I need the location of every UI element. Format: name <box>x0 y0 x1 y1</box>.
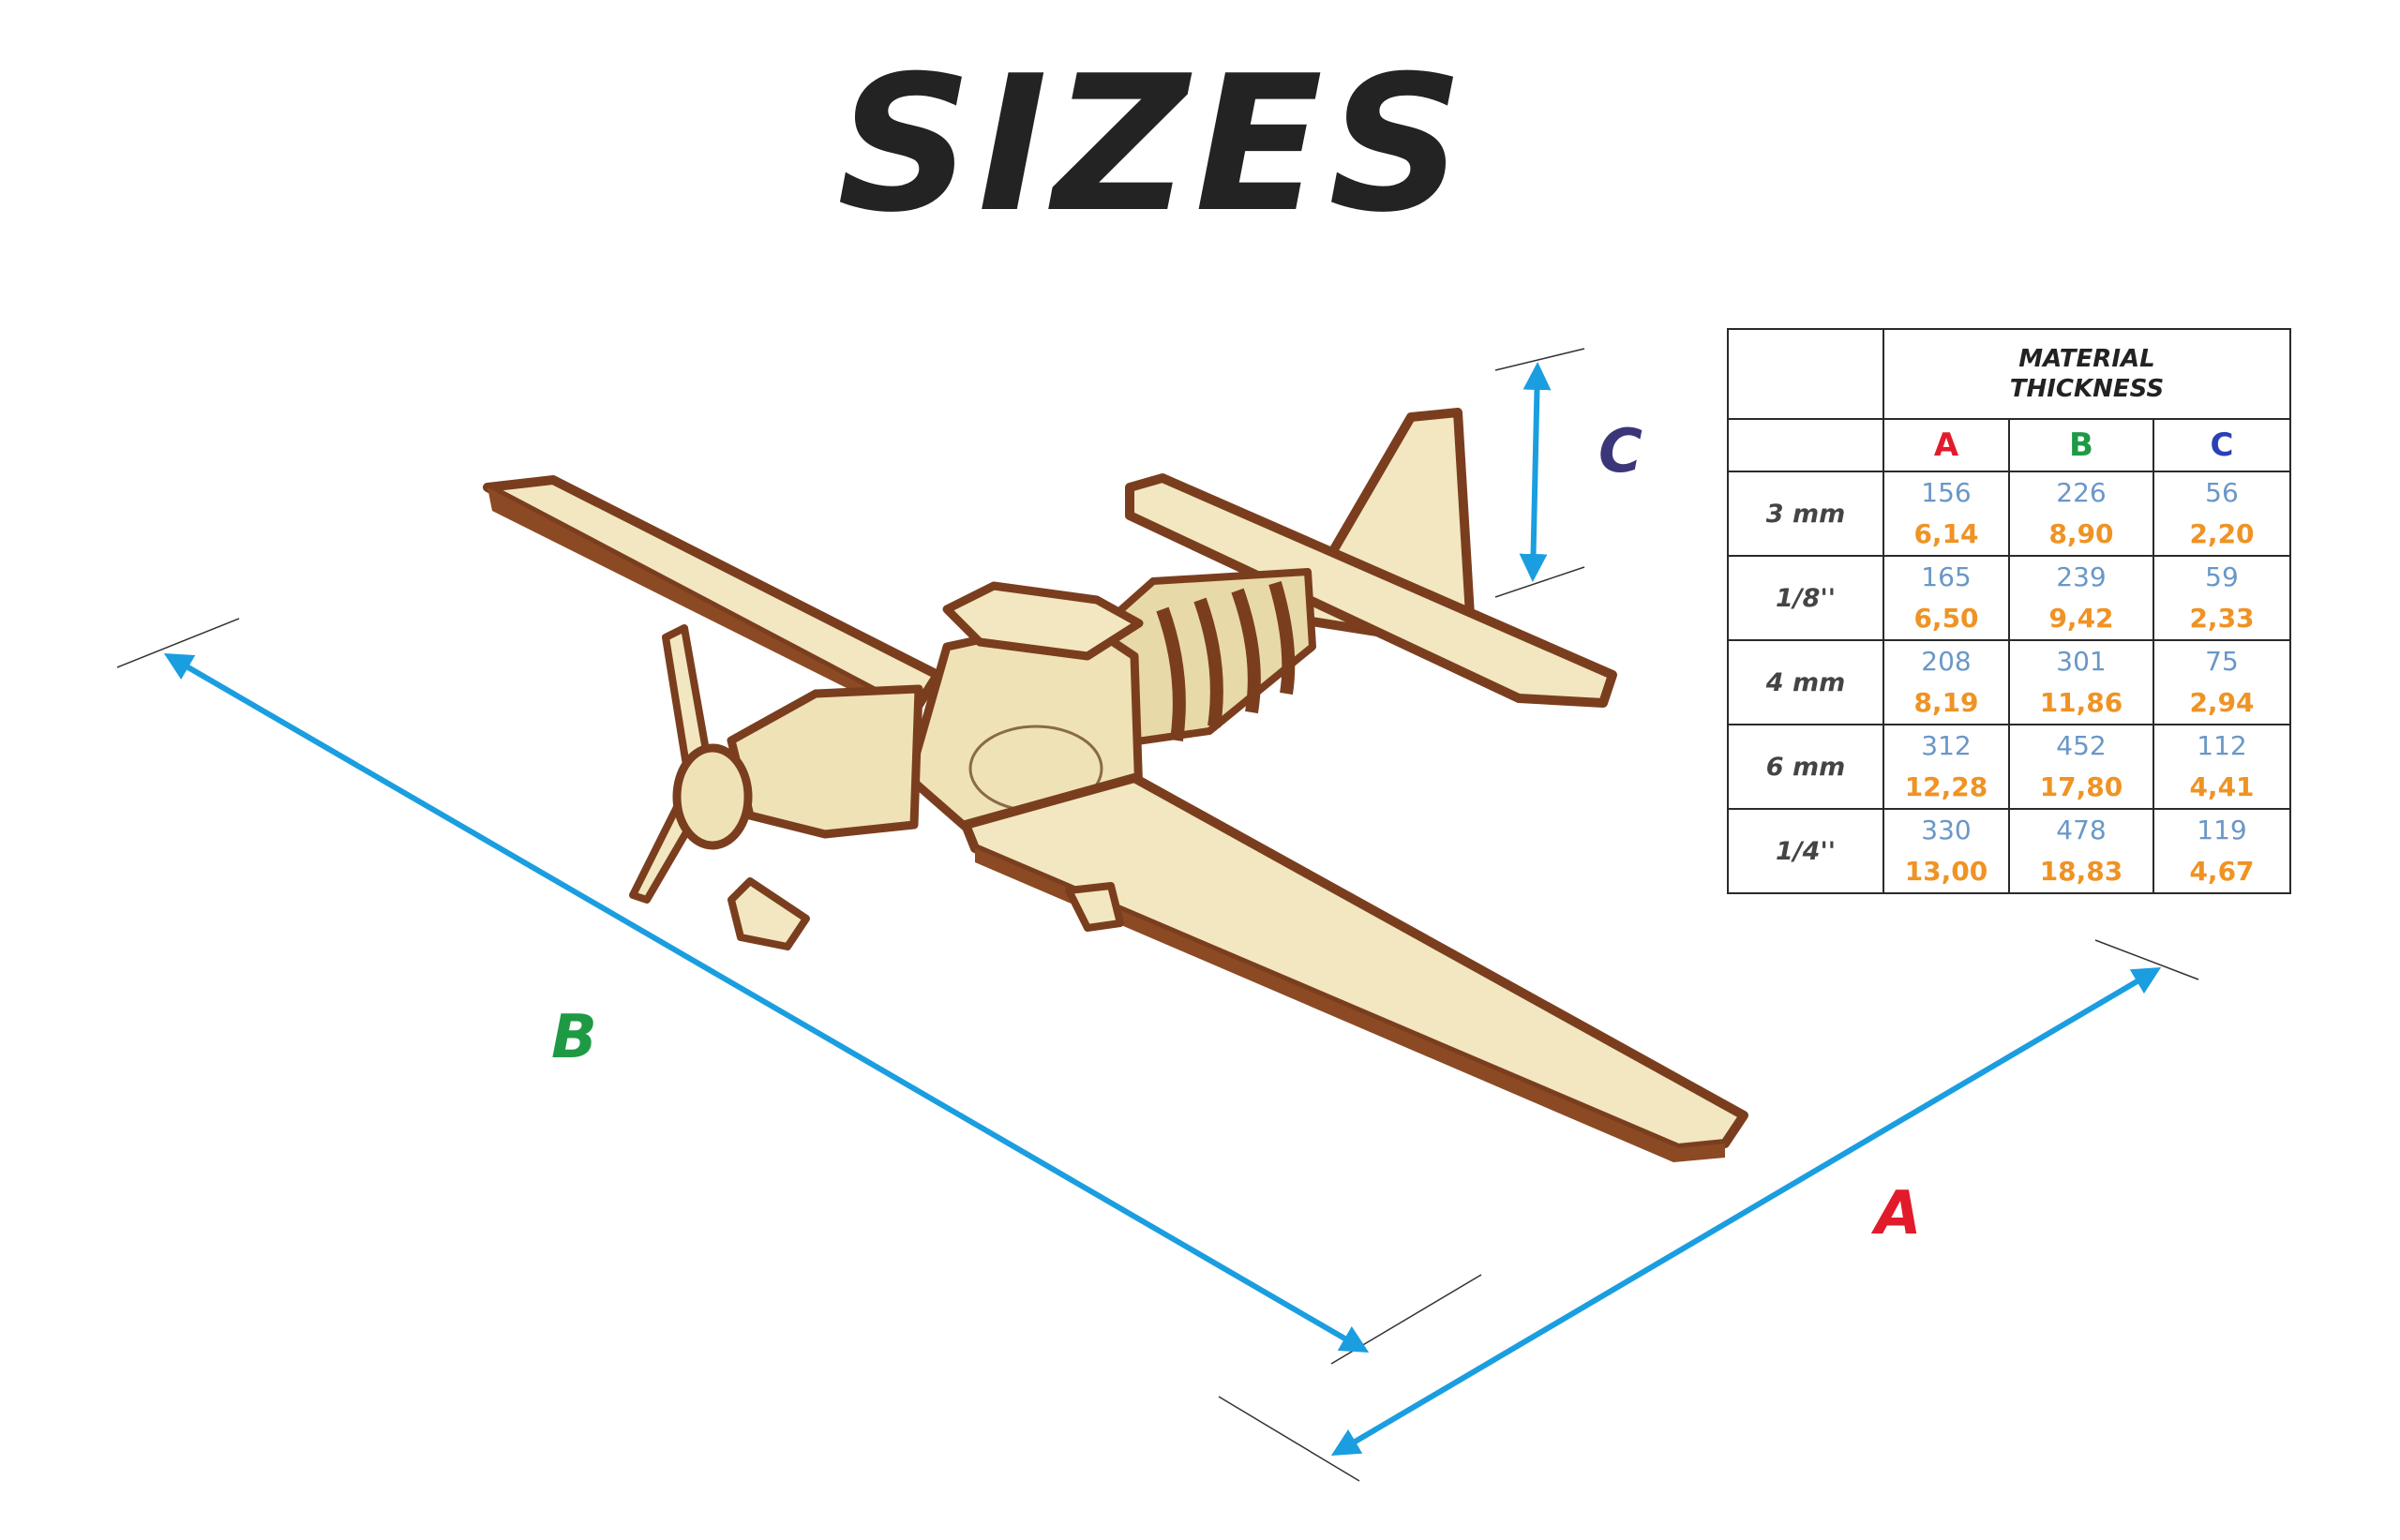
dimension-a-label: A <box>1870 1179 1922 1248</box>
dimension-c-arrow <box>1519 362 1552 582</box>
table-header-line-2: THICKNESS <box>2009 375 2165 403</box>
row-label: 6 mm <box>1727 724 1884 810</box>
landing-gear-front <box>728 877 810 950</box>
dimension-b-label: B <box>551 1003 597 1072</box>
column-header-a: A <box>1882 418 2010 472</box>
dimension-a: A <box>1218 939 2199 1482</box>
dimension-b-arrow <box>163 652 1370 1353</box>
row-label: 1/8'' <box>1727 555 1884 641</box>
dimension-c-label: C <box>1598 417 1642 486</box>
column-header-c: C <box>2152 418 2291 472</box>
airplane-model <box>483 408 1748 1162</box>
table-header: MATERIAL THICKNESS <box>1882 328 2291 420</box>
column-header-b: B <box>2008 418 2154 472</box>
propeller-hub <box>672 743 753 850</box>
nose <box>727 684 923 839</box>
row-label: 1/4'' <box>1727 808 1884 894</box>
left-wing <box>483 475 942 717</box>
row-label: 3 mm <box>1727 471 1884 557</box>
table-header-line-1: MATERIAL <box>2018 345 2155 373</box>
page-title: SIZES <box>836 36 1470 254</box>
landing-gear-rear <box>1065 882 1124 932</box>
horizontal-stabilizer <box>1125 473 1617 708</box>
table-corner-cell-2 <box>1727 418 1884 472</box>
row-label: 4 mm <box>1727 639 1884 725</box>
dimension-c: C <box>1494 348 1642 598</box>
dimension-a-arrow <box>1330 966 2162 1457</box>
table-corner-cell <box>1727 328 1884 420</box>
right-wing <box>961 773 1748 1153</box>
